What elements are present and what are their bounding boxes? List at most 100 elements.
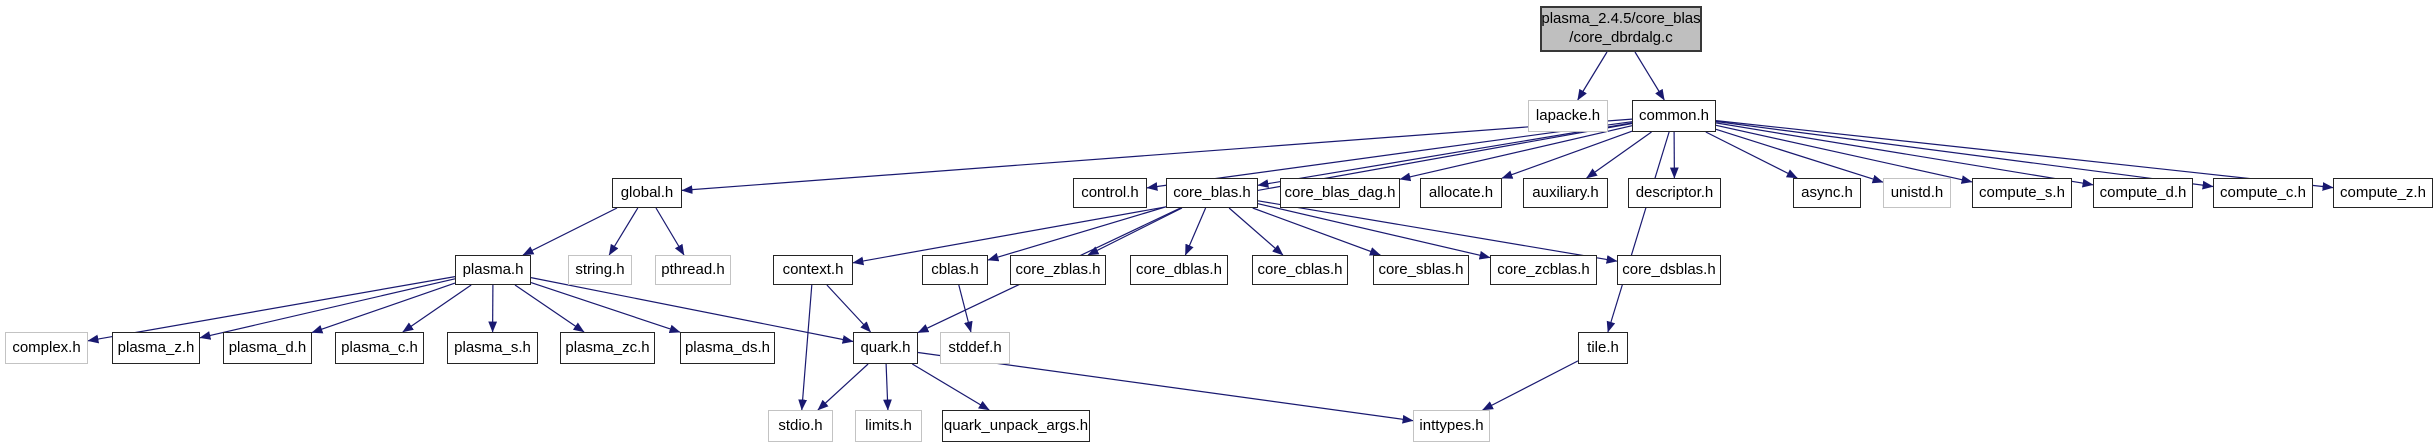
node-core-blas-dag-h[interactable]: core_blas_dag.h: [1280, 178, 1400, 208]
edge-common_h-to-unistd_h: [1715, 128, 1884, 184]
node-control-h[interactable]: control.h: [1073, 178, 1147, 208]
node-plasma-ds-h[interactable]: plasma_ds.h: [680, 332, 775, 364]
node-label: common.h: [1638, 106, 1710, 124]
node-plasma-c-h[interactable]: plasma_c.h: [335, 332, 424, 364]
edge-core_blas_h-to-core_zcblas_h: [1257, 203, 1491, 260]
edge-common_h-to-tile_h: [1606, 131, 1670, 333]
edge-common_h-to-control_h: [1146, 121, 1633, 191]
edge-root-to-lapacke_h: [1577, 51, 1608, 101]
edge-core_blas_h-to-core_dblas_h: [1184, 207, 1207, 256]
node-label: cblas.h: [931, 260, 979, 278]
edge-global_h-to-plasma_h: [522, 207, 618, 256]
edge-common_h-to-auxiliary_h: [1586, 131, 1652, 179]
edge-common_h-to-compute_d_h: [1715, 122, 2094, 188]
node-label: core_cblas.h: [1257, 260, 1343, 278]
node-label: complex.h: [12, 338, 81, 356]
node-label: plasma_s.h: [454, 338, 531, 356]
edge-global_h-to-pthread_h: [655, 207, 685, 256]
node-limits-h: limits.h: [855, 410, 922, 442]
node-stddef-h: stddef.h: [940, 332, 1010, 364]
node-label: plasma_c.h: [341, 338, 418, 356]
edge-core_blas_h-to-core_dsblas_h: [1257, 200, 1618, 264]
node-stdio-h: stdio.h: [768, 410, 833, 442]
edge-global_h-to-string_h: [608, 207, 639, 256]
node-label: pthread.h: [661, 260, 725, 278]
edge-common_h-to-compute_s_h: [1715, 124, 1973, 184]
node-core-sblas-h[interactable]: core_sblas.h: [1373, 255, 1469, 285]
edge-core_blas_h-to-core_sblas_h: [1252, 207, 1381, 256]
node-label: quark_unpack_args.h: [943, 416, 1089, 434]
node-quark-h[interactable]: quark.h: [853, 332, 918, 364]
node-complex-h: complex.h: [5, 332, 88, 364]
node-lapacke-h: lapacke.h: [1528, 100, 1608, 132]
edge-common_h-to-async_h: [1705, 131, 1798, 179]
node-label: compute_s.h: [1979, 183, 2065, 201]
node-root: plasma_2.4.5/core_blas /core_dbrdalg.c: [1540, 6, 1702, 52]
node-plasma-h[interactable]: plasma.h: [455, 255, 531, 285]
node-global-h[interactable]: global.h: [612, 178, 682, 208]
edge-plasma_h-to-complex_h: [87, 276, 456, 344]
node-label: plasma_2.4.5/core_blas /core_dbrdalg.c: [1541, 10, 1701, 46]
edge-plasma_h-to-plasma_zc_h: [514, 284, 585, 333]
edge-common_h-to-global_h: [681, 118, 1633, 195]
node-core-zcblas-h[interactable]: core_zcblas.h: [1490, 255, 1597, 285]
edge-common_h-to-core_blas_dag_h: [1399, 125, 1633, 182]
node-label: stddef.h: [948, 338, 1002, 356]
node-plasma-z-h[interactable]: plasma_z.h: [112, 332, 200, 364]
node-label: core_zcblas.h: [1497, 260, 1590, 278]
edge-common_h-to-allocate_h: [1501, 130, 1633, 179]
node-core-dblas-h[interactable]: core_dblas.h: [1130, 255, 1228, 285]
edge-core_blas_h-to-core_cblas_h: [1228, 207, 1284, 256]
edge-common_h-to-core_blas_h: [1257, 122, 1633, 188]
node-compute-z-h[interactable]: compute_z.h: [2333, 178, 2433, 208]
node-compute-s-h[interactable]: compute_s.h: [1972, 178, 2072, 208]
node-label: plasma.h: [462, 260, 524, 278]
node-core-blas-h[interactable]: core_blas.h: [1166, 178, 1258, 208]
node-label: plasma_z.h: [117, 338, 195, 356]
edge-context_h-to-stdio_h: [798, 284, 813, 411]
node-label: core_blas.h: [1173, 183, 1251, 201]
node-label: tile.h: [1587, 338, 1619, 356]
node-common-h[interactable]: common.h: [1632, 100, 1716, 132]
edge-plasma_h-to-plasma_c_h: [402, 284, 472, 333]
node-label: context.h: [782, 260, 844, 278]
node-allocate-h[interactable]: allocate.h: [1420, 178, 1502, 208]
node-inttypes-h: inttypes.h: [1413, 410, 1490, 442]
edge-plasma_h-to-plasma_d_h: [311, 282, 456, 334]
node-plasma-zc-h[interactable]: plasma_zc.h: [560, 332, 655, 364]
node-label: auxiliary.h: [1532, 183, 1599, 201]
edge-tile_h-to-inttypes_h: [1482, 360, 1579, 411]
node-core-dsblas-h[interactable]: core_dsblas.h: [1617, 255, 1721, 285]
node-label: compute_z.h: [2340, 183, 2426, 201]
edge-cblas_h-to-stddef_h: [958, 284, 973, 333]
node-label: plasma_d.h: [228, 338, 307, 356]
node-context-h[interactable]: context.h: [773, 255, 853, 285]
node-label: compute_c.h: [2220, 183, 2306, 201]
node-cblas-h[interactable]: cblas.h: [922, 255, 988, 285]
node-async-h[interactable]: async.h: [1793, 178, 1861, 208]
node-label: inttypes.h: [1419, 416, 1484, 434]
node-label: core_blas_dag.h: [1284, 183, 1396, 201]
node-tile-h[interactable]: tile.h: [1578, 332, 1628, 364]
edge-root-to-common_h: [1634, 51, 1665, 101]
node-label: async.h: [1801, 183, 1853, 201]
node-pthread-h: pthread.h: [655, 255, 731, 285]
edge-common_h-to-compute_c_h: [1715, 120, 2214, 190]
node-quark-unpack-args-h[interactable]: quark_unpack_args.h: [942, 410, 1090, 442]
edge-quark_h-to-stdio_h: [817, 363, 869, 411]
node-descriptor-h[interactable]: descriptor.h: [1628, 178, 1721, 208]
edge-plasma_h-to-plasma_z_h: [199, 278, 456, 340]
node-plasma-d-h[interactable]: plasma_d.h: [223, 332, 312, 364]
node-compute-c-h[interactable]: compute_c.h: [2213, 178, 2313, 208]
edge-plasma_h-to-plasma_ds_h: [530, 282, 681, 334]
node-core-cblas-h[interactable]: core_cblas.h: [1252, 255, 1348, 285]
edge-core_blas_h-to-core_zblas_h: [1087, 207, 1183, 256]
node-core-zblas-h[interactable]: core_zblas.h: [1010, 255, 1106, 285]
node-compute-d-h[interactable]: compute_d.h: [2093, 178, 2193, 208]
node-label: compute_d.h: [2099, 183, 2187, 201]
node-label: global.h: [620, 183, 674, 201]
node-auxiliary-h[interactable]: auxiliary.h: [1523, 178, 1608, 208]
node-plasma-s-h[interactable]: plasma_s.h: [447, 332, 538, 364]
node-label: core_sblas.h: [1378, 260, 1464, 278]
